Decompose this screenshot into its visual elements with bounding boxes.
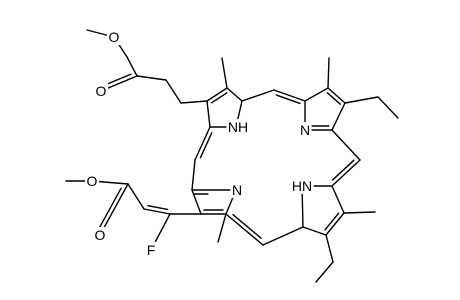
single-bond [315,261,334,283]
double-bond [194,126,211,161]
double-bond [327,87,346,104]
double-bond [143,208,171,215]
bond-lines [65,29,399,283]
single-bond [191,159,196,191]
atom-n-right: N [298,122,312,138]
single-bond [241,89,275,102]
double-bond-inner [210,92,228,104]
atom-labels: O O O O F NH N N [85,29,314,258]
atom-label-background [226,119,250,135]
single-bond [126,56,138,77]
single-bond [217,213,227,243]
double-bond [325,212,345,236]
double-bond [273,89,306,102]
atom-label-nh: NH [228,119,248,135]
single-bond [331,185,345,214]
double-bond-inner [232,213,262,239]
double-bond-inner [331,159,355,181]
single-bond [331,129,361,161]
atom-label-background [230,182,244,198]
single-bond [226,87,243,102]
double-bond-inner [99,187,122,228]
atom-label-o: O [95,227,106,243]
single-bond [127,183,145,210]
atom-label-n: N [300,122,310,138]
atom-o-carbonyl-lower: O [93,227,108,243]
double-bond-inner [147,204,169,211]
double-bond [331,159,361,187]
atom-label-background [298,122,312,138]
single-bond [343,211,376,214]
single-bond [206,100,211,128]
double-bond-inner [275,94,301,105]
single-bond [262,226,304,246]
double-bond-inner [324,212,340,231]
single-bond [221,57,228,89]
single-bond [325,234,334,263]
atom-nh-upper: NH [226,119,250,135]
double-bond-inner [199,131,213,159]
double-bond [225,213,264,246]
atom-label-f: F [147,242,156,258]
atom-label-background [145,242,157,258]
atom-n-lower: N [230,182,244,198]
atom-label-background [94,83,109,99]
double-bond [99,183,129,236]
atom-o-methoxy-lower: O [85,173,100,189]
single-bond [327,57,330,89]
atom-label-background [93,227,108,243]
atom-fluorine: F [145,242,157,258]
single-bond [304,87,329,102]
double-bond [206,87,228,102]
atom-label-background [85,173,100,189]
atom-label-o: O [87,173,98,189]
atom-label-background [290,178,314,194]
atom-label-o: O [96,83,107,99]
atom-o-carbonyl-upper: O [94,83,109,99]
single-bond [302,226,327,236]
single-bond [165,79,182,104]
atom-label-background [107,29,122,45]
atom-hn-lower: HN [290,178,314,194]
single-bond [344,96,379,104]
atom-o-methoxy-upper: O [107,29,122,45]
atom-label-n: N [232,182,242,198]
double-bond-inner [326,92,342,105]
single-bond [331,102,346,131]
double-bond-inner [103,73,132,87]
atom-label-hn: HN [292,178,312,194]
atom-label-o: O [109,29,120,45]
single-bond [180,100,208,104]
single-bond [136,75,167,81]
single-bond [377,96,399,119]
